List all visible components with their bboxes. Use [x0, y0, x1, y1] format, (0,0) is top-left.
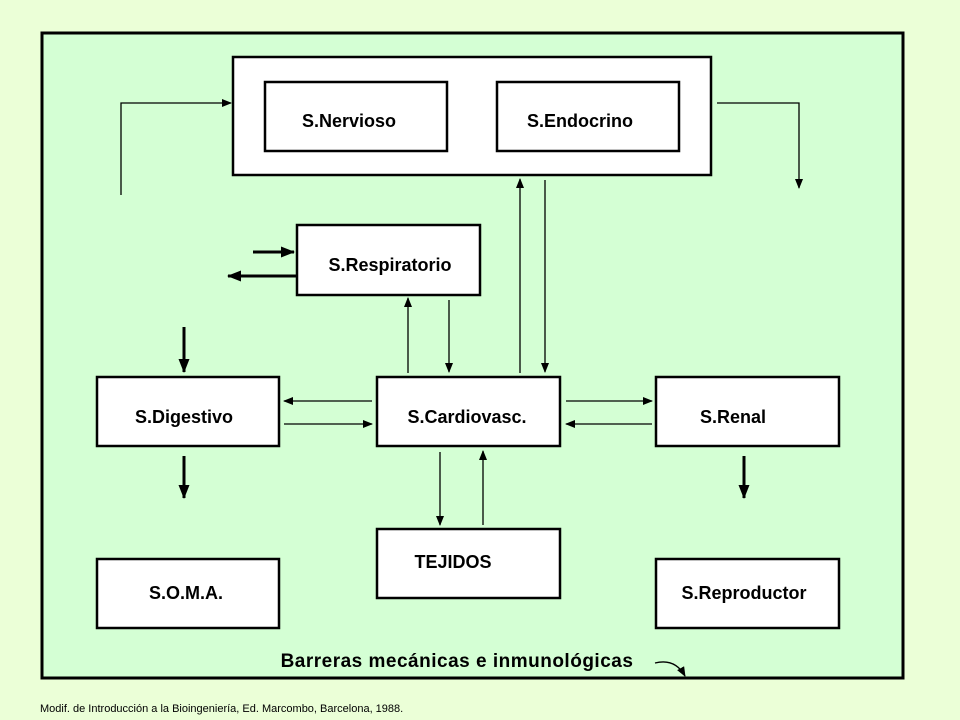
label-reproductor: S.Reproductor — [681, 583, 806, 603]
box-reproductor — [654, 557, 841, 630]
label-renal: S.Renal — [700, 407, 766, 427]
box-digestivo — [95, 375, 281, 448]
box-tejidos — [375, 527, 562, 600]
box-soma — [95, 557, 281, 630]
arrow-input-to-control — [120, 99, 232, 195]
box-respiratorio — [295, 223, 482, 297]
box-cardiovasc — [375, 375, 562, 448]
barrier-label: Barreras mecánicas e inmunológicas — [281, 651, 634, 672]
box-endocrino — [495, 80, 681, 153]
label-digestivo: S.Digestivo — [135, 407, 233, 427]
label-soma: S.O.M.A. — [149, 583, 223, 603]
barrier-arrow — [654, 661, 686, 677]
source-caption: Modif. de Introducción a la Bioingenierí… — [40, 703, 403, 715]
box-renal — [654, 375, 841, 448]
label-cardiovasc: S.Cardiovasc. — [407, 407, 526, 427]
box-nervioso — [263, 80, 449, 153]
label-respiratorio: S.Respiratorio — [328, 255, 451, 275]
label-endocrino: S.Endocrino — [527, 111, 633, 131]
label-nervioso: S.Nervioso — [302, 111, 396, 131]
label-tejidos: TEJIDOS — [414, 552, 491, 572]
arrow-control-output — [717, 102, 803, 189]
